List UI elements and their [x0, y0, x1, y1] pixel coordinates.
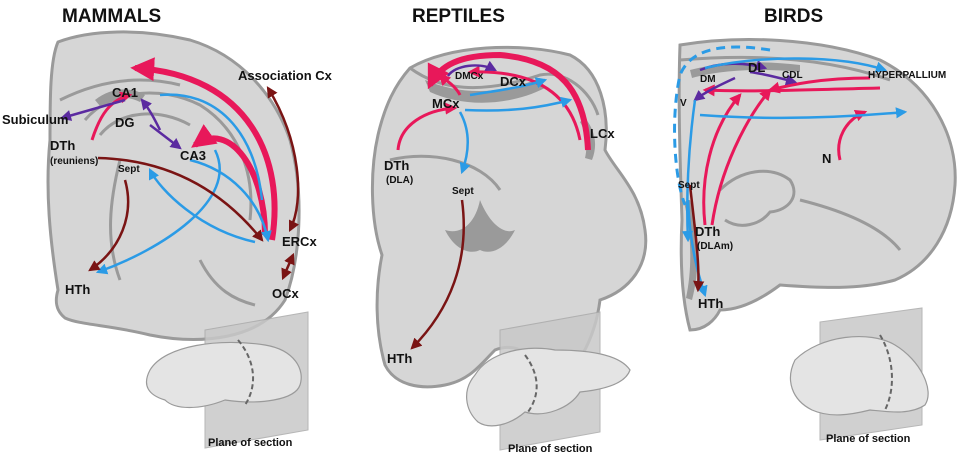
label-ca1: CA1 [112, 85, 138, 100]
reptiles-title: REPTILES [412, 6, 505, 27]
label-sept: Sept [452, 186, 474, 197]
label-n: N [822, 151, 831, 166]
mammal-mini-brain [145, 341, 302, 409]
label-dth-dlam: (DLAm) [697, 241, 733, 252]
mammal-temporal-line [198, 259, 256, 307]
mammal-dg-to-ca3-arrow [149, 124, 182, 150]
reptiles-panel: REPTILES DMCx DCx MCx LCx DTh (DLA) Sept… [370, 6, 648, 455]
reptile-mcx-input-arrow [438, 73, 462, 96]
mammal-ca1-output-arrow [159, 93, 264, 201]
bird-to-hyperpallium-arrow [704, 57, 888, 73]
bird-v-output-arrow [699, 107, 908, 120]
bird-internal-line [799, 198, 902, 251]
label-sept: Sept [118, 164, 140, 175]
label-dth-dla: (DLA) [386, 175, 413, 186]
label-ercx: ERCx [282, 234, 317, 249]
label-mcx: MCx [432, 96, 460, 111]
bird-hippocampal-boundary [673, 45, 771, 206]
label-hth: HTh [65, 282, 90, 297]
mammal-to-hth-arrow [95, 149, 221, 275]
mammal-erc-to-sept-arrow [148, 167, 256, 244]
mammal-plane-label: Plane of section [208, 437, 293, 449]
mammal-dth-to-ca1-arrow [90, 91, 133, 141]
mammal-assoc-erc-arrow [266, 86, 300, 233]
label-dth: DTh [50, 138, 75, 153]
reptile-mcx-to-dcx-arrow [469, 77, 548, 97]
mammal-cortex-line [59, 78, 181, 102]
bird-dm-to-v-arrow [693, 76, 736, 102]
label-dg: DG [115, 115, 135, 130]
bird-mini-brain [789, 335, 929, 416]
reptile-ventricle [425, 78, 545, 103]
label-lcx: LCx [590, 126, 615, 141]
label-dl: DL [748, 60, 765, 75]
birds-panel: BIRDS DM DL CDL HYPERPALLIUM V N Sept DT… [673, 6, 957, 445]
label-v: V [680, 98, 687, 109]
bird-plane-inset: Plane of section [789, 307, 929, 445]
label-association-cx: Association Cx [238, 68, 333, 83]
label-dmcx: DMCx [455, 71, 484, 82]
mammal-plane-inset: Plane of section [145, 311, 309, 449]
bird-dth-to-dl-arrow [710, 88, 772, 226]
mammal-sept-to-hth-arrow [88, 179, 130, 272]
label-hth: HTh [698, 296, 723, 311]
reptile-mcx-to-sept-arrow [458, 111, 471, 175]
bird-thalamus-outline [718, 169, 796, 227]
label-dth: DTh [695, 224, 720, 239]
reptile-dth-to-mcx-arrow [396, 102, 458, 151]
bird-hyperpallium-to-cdl-arrow [767, 76, 871, 94]
mammal-ca3-to-erc-arrow [189, 158, 272, 243]
reptile-sept-to-hth-arrow [410, 199, 465, 350]
label-sept: Sept [678, 180, 700, 191]
label-dm: DM [700, 74, 716, 85]
birds-title: BIRDS [764, 6, 823, 27]
bird-sept-to-hth-arrow [688, 184, 705, 293]
reptile-plane-inset: Plane of section [466, 311, 631, 455]
reptile-mini-brain [466, 347, 631, 427]
mammals-panel: MAMMALS Association Cx Subiculum CA1 DG … [2, 6, 333, 449]
label-dth-reuniens: (reuniens) [50, 156, 98, 167]
mammal-ventricle [95, 89, 145, 106]
mammal-erc-ocx-arrow [281, 252, 295, 281]
label-subiculum: Subiculum [2, 112, 68, 127]
label-dth: DTh [384, 158, 409, 173]
bird-brain-section [677, 38, 957, 332]
label-hyperpallium: HYPERPALLIUM [868, 70, 946, 81]
bird-section-line [879, 334, 893, 411]
bird-plane-label: Plane of section [826, 433, 911, 445]
mammal-erc-to-ca3-arrow [191, 124, 268, 236]
mammal-dth-to-erc-arrow [97, 156, 264, 242]
label-ocx: OCx [272, 286, 300, 301]
label-ca3: CA3 [180, 148, 206, 163]
label-cdl: CDL [782, 70, 803, 81]
bird-v-to-sept-arrow [681, 99, 697, 243]
mammals-title: MAMMALS [62, 6, 161, 27]
bird-dth-to-dm-arrow [702, 93, 742, 226]
bird-dl-to-cdl-arrow [749, 70, 798, 86]
mammal-ca1-to-subiculum-arrow [59, 98, 126, 121]
reptile-mcx-output-arrow [464, 96, 573, 112]
mammal-section-line [237, 339, 255, 406]
reptile-internal-line [389, 154, 502, 191]
reptile-section-line [524, 354, 538, 413]
label-hth: HTh [387, 351, 412, 366]
reptile-plane-label: Plane of section [508, 443, 593, 455]
label-dcx: DCx [500, 74, 527, 89]
mammal-ca3-to-ca1-arrow [140, 98, 162, 131]
mammal-internal-line [109, 159, 122, 281]
mammal-hippocampus-outline [83, 91, 253, 221]
reptile-lcx-to-mcx-arrow [427, 51, 591, 151]
mammal-dg-line [98, 112, 191, 136]
